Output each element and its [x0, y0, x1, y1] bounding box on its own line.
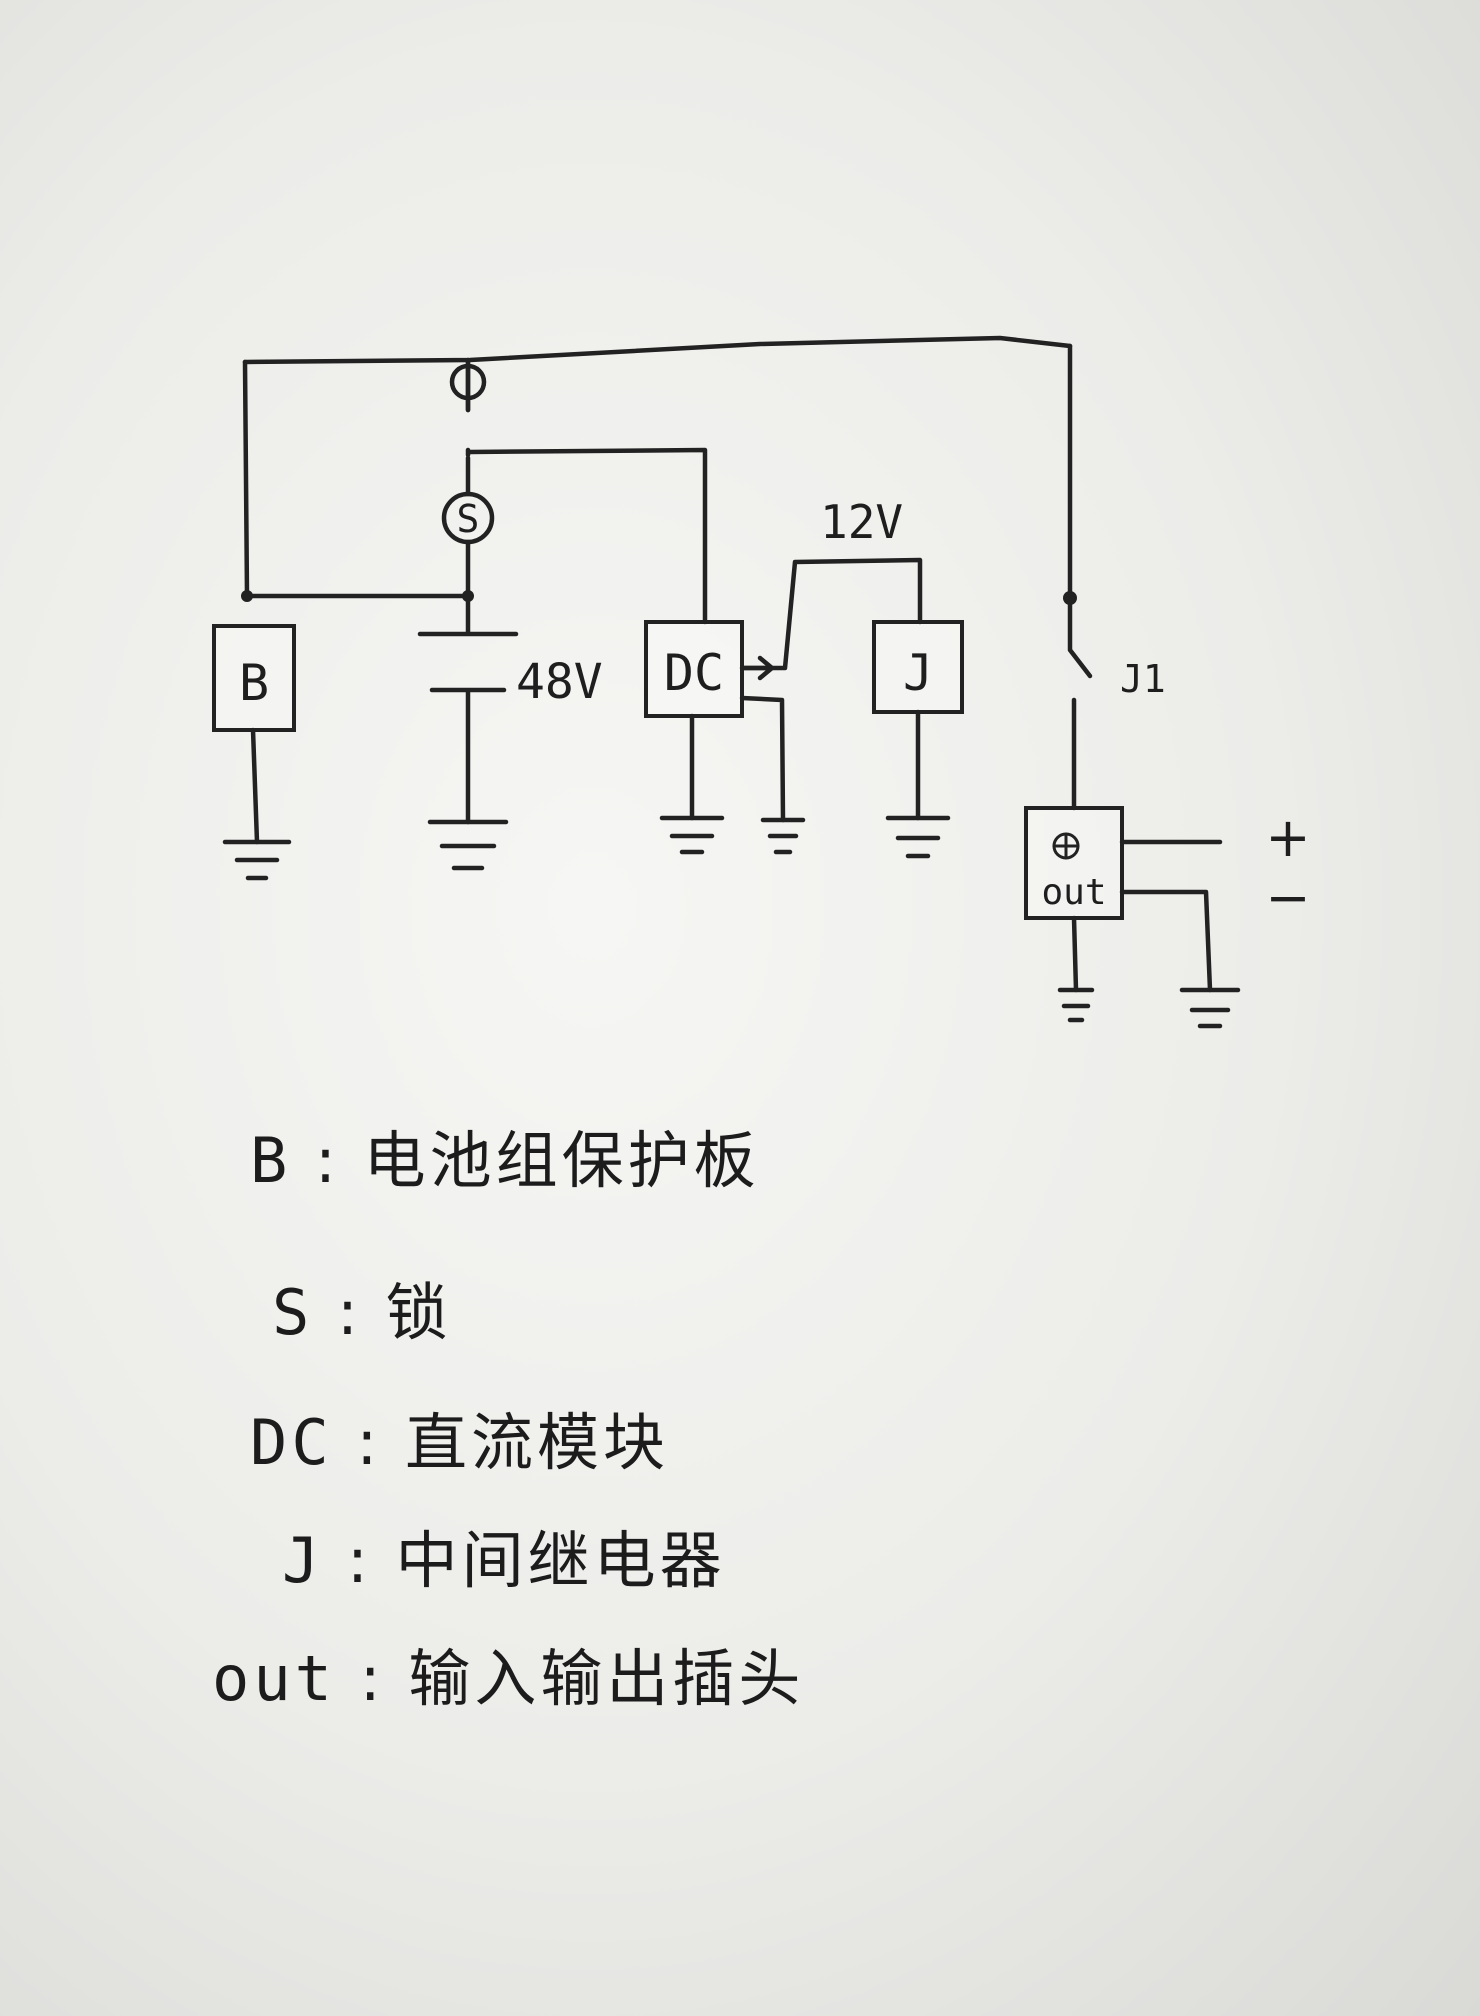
legend-key: J	[282, 1524, 324, 1597]
battery-symbol: 48V	[417, 631, 603, 710]
legend-text: 直流模块	[404, 1406, 669, 1479]
relay-box: J	[872, 620, 964, 714]
ground-b	[222, 839, 292, 881]
legend-text: 锁	[385, 1276, 452, 1349]
switch-symbol: S	[441, 491, 495, 545]
legend-row-j: J : 中间继电器	[282, 1510, 726, 1600]
legend-text: 输入输出插头	[408, 1642, 805, 1715]
legend-row-b: B : 电池组保护板	[250, 1110, 760, 1200]
legend-sep: :	[356, 1406, 382, 1479]
legend-sep: :	[315, 1124, 340, 1197]
output-socket-box: out	[1024, 806, 1124, 920]
ground-dc-minus	[760, 817, 806, 855]
relay-label: J	[903, 644, 933, 702]
ground-dc	[659, 815, 725, 855]
dc-output-voltage-label: 12V	[820, 495, 903, 549]
wires	[242, 335, 1223, 993]
switch-label: S	[457, 497, 480, 541]
legend-key: out	[212, 1642, 336, 1715]
legend-sep: :	[347, 1524, 372, 1597]
legend-key: S	[272, 1276, 314, 1349]
dc-module-box: DC	[644, 620, 775, 718]
legend-row-s: S : 锁	[272, 1262, 452, 1352]
ground-relay	[885, 815, 951, 859]
legend-key: B	[250, 1124, 292, 1197]
legend-text: 电池组保护板	[363, 1124, 760, 1197]
legend-sep: :	[359, 1642, 385, 1715]
battery-protection-box: B	[212, 624, 296, 732]
battery-protection-label: B	[239, 654, 269, 712]
legend-sep: :	[337, 1276, 362, 1349]
ground-symbols	[222, 815, 1241, 1029]
ground-out	[1057, 987, 1095, 1023]
battery-voltage-label: 48V	[516, 654, 603, 710]
junction-dots	[241, 590, 1077, 605]
minus-sign: −	[1265, 866, 1310, 929]
relay-contact-label: J1	[1120, 657, 1166, 701]
dc-module-label: DC	[664, 644, 724, 702]
plus-sign: +	[1265, 806, 1310, 869]
ground-battery	[427, 819, 509, 871]
ground-out-minus	[1179, 987, 1241, 1029]
output-socket-label: out	[1041, 872, 1106, 913]
fuse-symbol	[449, 359, 487, 413]
legend-row-dc: DC : 直流模块	[250, 1392, 669, 1482]
legend-row-out: out : 输入输出插头	[212, 1628, 804, 1718]
legend-key: DC	[250, 1406, 333, 1479]
legend-text: 中间继电器	[395, 1524, 726, 1597]
